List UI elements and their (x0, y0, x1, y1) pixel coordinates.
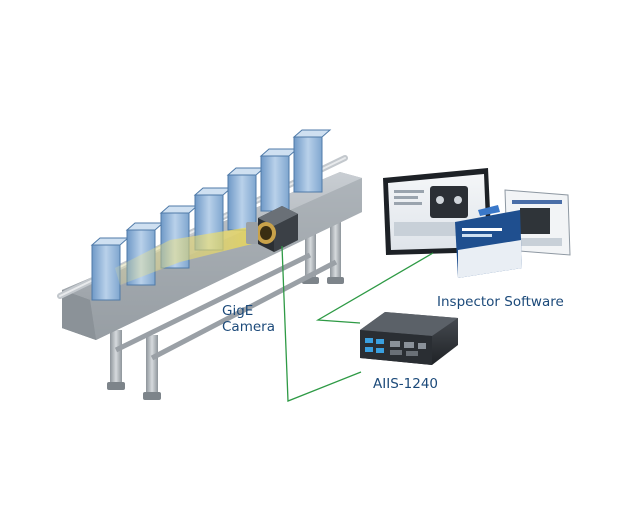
product-item (259, 148, 299, 212)
camera-label-line2: Camera (222, 319, 275, 335)
software-box-icon (455, 205, 522, 278)
product-item (226, 167, 266, 231)
product-item (90, 237, 130, 301)
device-label: AIIS-1240 (373, 376, 438, 392)
conveyor-legs (107, 222, 344, 400)
camera-label-line1: GigE (222, 303, 254, 319)
gige-camera-icon (246, 206, 298, 252)
industrial-pc-icon (360, 312, 458, 365)
camera-to-pc-line (281, 245, 362, 402)
connection-lines (281, 245, 434, 402)
camera-label: GigE Camera (222, 303, 275, 335)
pc-to-monitor-line (315, 252, 434, 324)
software-label: Inspector Software (437, 294, 564, 310)
product-item (292, 129, 332, 193)
camera-view-beam (115, 225, 268, 285)
